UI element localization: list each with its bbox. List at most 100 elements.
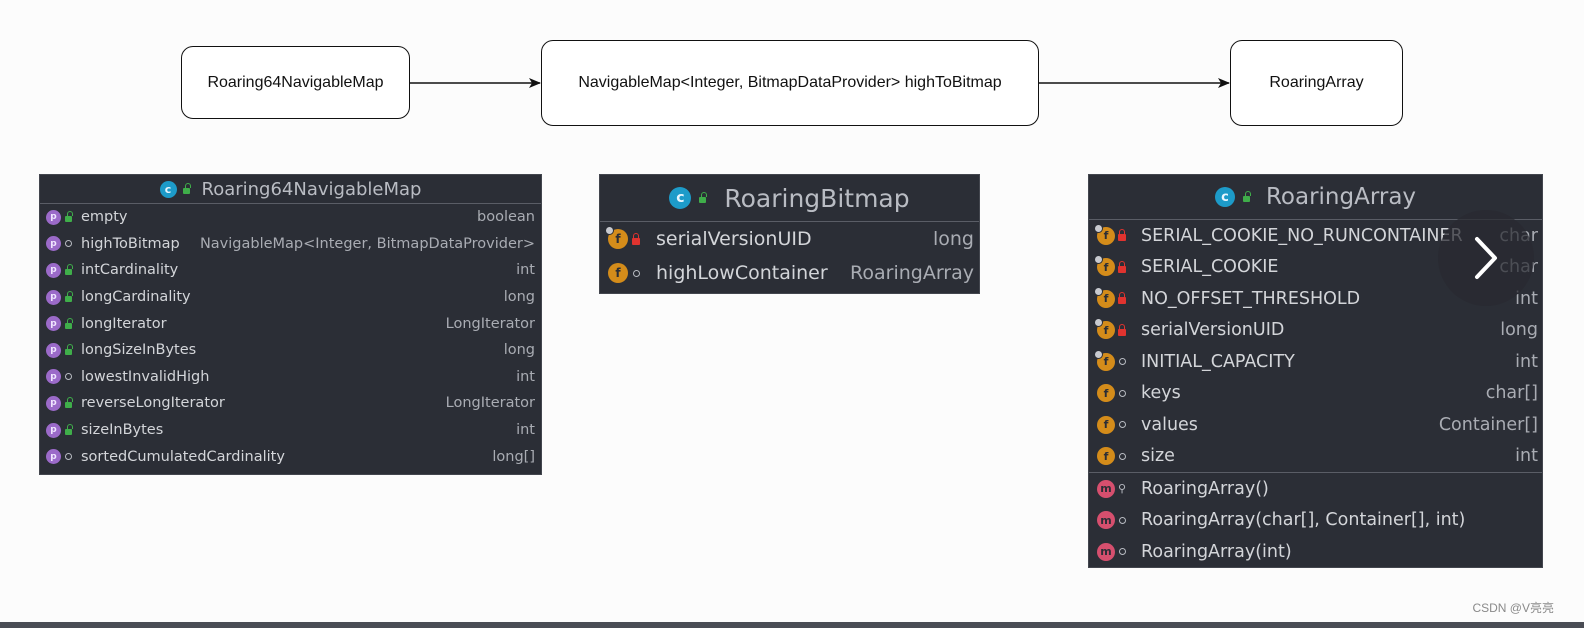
member-name: SERIAL_COOKIE — [1141, 257, 1279, 278]
public-icon — [1242, 191, 1251, 202]
next-button[interactable] — [1438, 210, 1534, 306]
member-type: int — [516, 262, 535, 279]
public-icon — [61, 264, 75, 276]
property-icon: p — [46, 449, 61, 465]
public-icon — [61, 344, 75, 356]
member-name: intCardinality — [81, 262, 179, 279]
member-name: lowestInvalidHigh — [81, 368, 210, 385]
package-private-icon — [61, 453, 75, 461]
field-row: f serialVersionUID long — [600, 222, 979, 256]
member-type: LongIterator — [445, 395, 535, 412]
property-row: p intCardinality int — [40, 257, 541, 284]
panel-header: c Roaring64NavigableMap — [40, 175, 541, 204]
method-name: RoaringArray() — [1141, 478, 1269, 499]
flow-box-roaringarray: RoaringArray — [1230, 40, 1403, 126]
member-name: highToBitmap — [81, 235, 180, 252]
private-icon — [1115, 229, 1129, 242]
member-type: long — [503, 342, 535, 359]
field-icon: f — [1097, 384, 1115, 403]
field-icon: f — [1097, 415, 1115, 434]
property-icon: p — [46, 209, 61, 225]
member-type: int — [1515, 351, 1538, 372]
package-private-icon — [61, 373, 75, 381]
member-type: Container[] — [1438, 414, 1538, 435]
method-icon: m — [1097, 479, 1115, 498]
field-icon: f — [1094, 255, 1115, 277]
property-icon: p — [46, 236, 61, 252]
member-name: serialVersionUID — [1141, 320, 1285, 341]
public-icon — [699, 192, 708, 203]
field-icon: f — [1094, 349, 1115, 371]
public-icon — [182, 183, 191, 194]
member-name: NO_OFFSET_THRESHOLD — [1141, 288, 1361, 309]
member-name: longIterator — [81, 315, 167, 332]
panel-header: c RoaringArray — [1089, 175, 1542, 220]
property-icon: p — [46, 262, 61, 278]
property-icon: p — [46, 395, 61, 411]
field-row: f serialVersionUID long — [1089, 315, 1542, 347]
package-private-icon — [1115, 389, 1129, 397]
member-type: LongIterator — [445, 315, 535, 332]
method-icon: m — [1097, 511, 1115, 530]
property-row: p highToBitmap NavigableMap<Integer, Bitma… — [40, 231, 541, 258]
private-icon — [628, 232, 644, 245]
class-panel-roaringbitmap: c RoaringBitmap f serialVersionUID long f hi… — [599, 174, 980, 294]
member-type: int — [516, 422, 535, 439]
property-icon: p — [46, 289, 61, 305]
field-icon: f — [1097, 447, 1115, 466]
field-icon: f — [1094, 223, 1115, 245]
public-icon — [61, 211, 75, 223]
field-row: f keys char[] — [1089, 378, 1542, 410]
member-type: long — [1500, 320, 1538, 341]
member-type: long — [932, 228, 974, 250]
member-name: serialVersionUID — [656, 228, 812, 250]
member-type: int — [1515, 446, 1538, 467]
member-name: keys — [1141, 383, 1181, 404]
package-private-icon — [1115, 358, 1129, 366]
class-icon: c — [669, 187, 692, 209]
member-type: char[] — [1485, 383, 1538, 404]
field-icon: f — [608, 263, 628, 283]
member-name: reverseLongIterator — [81, 395, 225, 412]
field-icon: f — [605, 226, 628, 249]
member-name: highLowContainer — [656, 262, 828, 284]
panel-title: Roaring64NavigableMap — [201, 178, 422, 200]
property-row: p reverseLongIterator LongIterator — [40, 390, 541, 417]
package-private-icon — [61, 240, 75, 248]
public-icon — [61, 397, 75, 409]
protected-icon: ⚲ — [1117, 482, 1127, 496]
member-name: sizeInBytes — [81, 422, 164, 439]
method-icon: m — [1097, 542, 1115, 561]
member-type: int — [1515, 288, 1538, 309]
property-icon: p — [46, 369, 61, 385]
method-row: m RoaringArray(int) — [1089, 536, 1542, 568]
panel-title: RoaringBitmap — [724, 183, 910, 213]
package-private-icon — [1115, 452, 1129, 460]
member-type: boolean — [477, 209, 535, 226]
member-name: values — [1141, 414, 1198, 435]
public-icon — [61, 291, 75, 303]
field-row: f values Container[] — [1089, 409, 1542, 441]
method-name: RoaringArray(int) — [1141, 541, 1292, 562]
field-icon: f — [1094, 286, 1115, 308]
member-type: NavigableMap<Integer, BitmapDataProvider… — [199, 235, 535, 252]
chevron-right-icon — [1475, 237, 1497, 279]
package-private-icon — [1115, 516, 1129, 524]
method-name: RoaringArray(char[], Container[], int) — [1141, 510, 1466, 531]
member-name: longSizeInBytes — [81, 342, 197, 359]
member-name: sortedCumulatedCardinality — [81, 448, 285, 465]
fields-methods-divider — [1089, 472, 1542, 473]
class-icon: c — [1214, 187, 1235, 207]
field-icon: f — [1094, 318, 1115, 340]
package-private-icon — [1115, 548, 1129, 556]
